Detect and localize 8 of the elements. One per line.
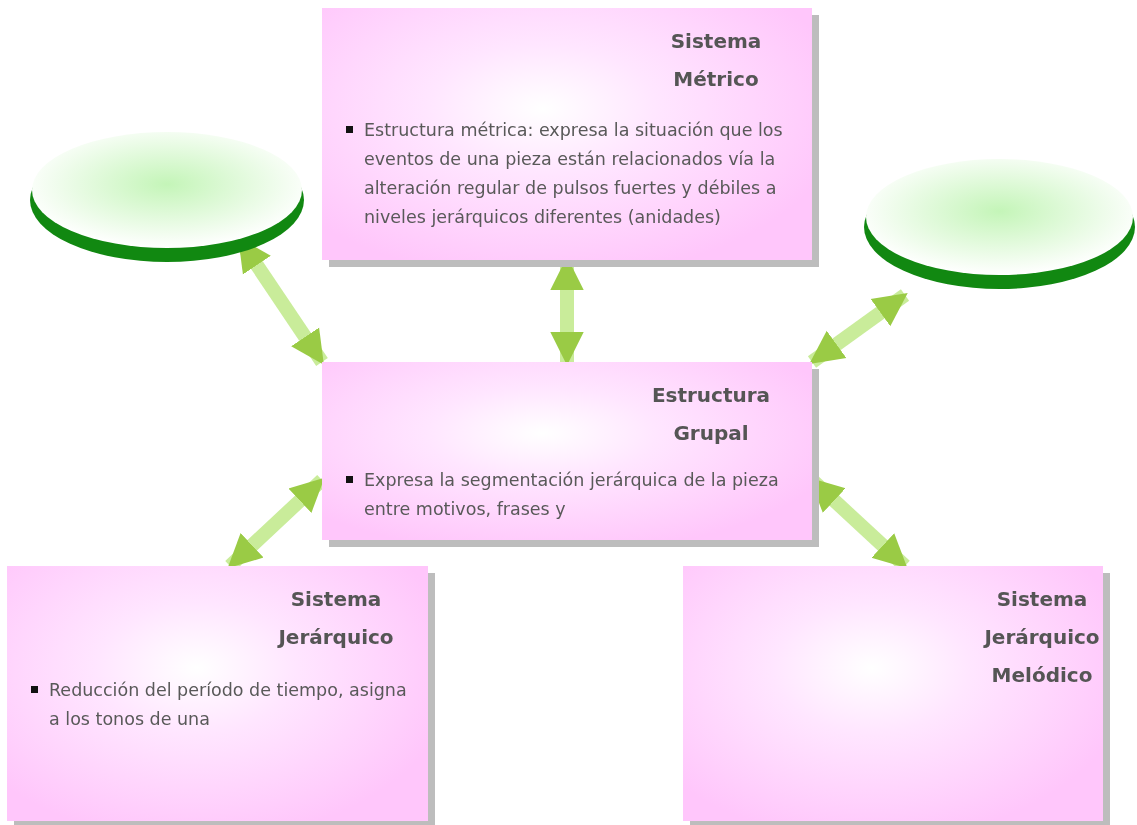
bullet-text: Estructura métrica: expresa la situación que los eventos de una pieza están relacionados vía la alteración regular de pulsos fuertes y débiles a niveles jerárquicos diferentes (anidades) bbox=[346, 116, 792, 232]
bullet-text: Reducción del período de tiempo, asigna a los tonos de una bbox=[31, 676, 408, 734]
card-heading: Sistema Jerárquico Melódico bbox=[982, 586, 1101, 689]
card-heading: Estructura Grupal bbox=[650, 382, 772, 447]
card-heading: Sistema Jerárquico bbox=[276, 586, 395, 651]
card-heading: Sistema Métrico bbox=[669, 28, 763, 93]
bullet-text: Expresa la segmentación jerárquica de la pieza entre motivos, frases y bbox=[346, 466, 792, 524]
double-arrow bbox=[807, 289, 910, 368]
